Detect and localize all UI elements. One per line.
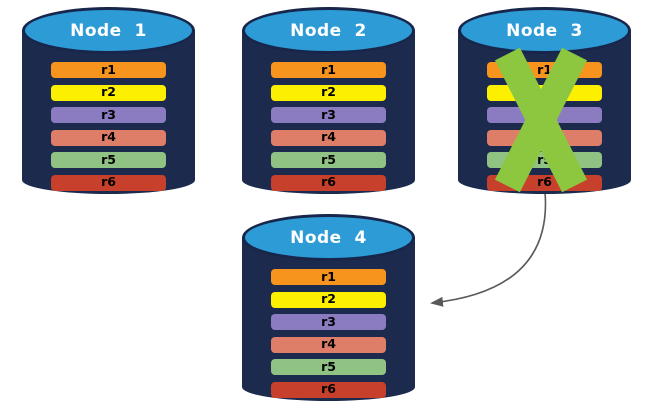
replica-row: r2 bbox=[51, 84, 166, 101]
replica-row: r1 bbox=[271, 269, 386, 285]
replica-row: r5 bbox=[51, 152, 166, 168]
replica-row: r3 bbox=[51, 107, 166, 123]
replica-row: r5 bbox=[271, 359, 386, 375]
node-cylinder-4: Node 4 r1 r2 r3 r4 r5 r6 bbox=[242, 214, 415, 401]
cylinder-top: Node 2 bbox=[242, 7, 415, 54]
node-cylinder-1: Node 1 r1 r2 r3 r4 r5 r6 bbox=[22, 7, 195, 194]
replica-row: r4 bbox=[271, 336, 386, 353]
node-title: Node 4 bbox=[290, 227, 367, 248]
replica-row: r3 bbox=[271, 107, 386, 123]
replica-row: r1 bbox=[271, 62, 386, 78]
replica-row: r4 bbox=[271, 129, 386, 146]
replica-row: r1 bbox=[51, 62, 166, 78]
replica-row: r2 bbox=[271, 291, 386, 308]
replica-rows: r1 r2 r3 r4 r5 r6 bbox=[271, 62, 386, 197]
replica-row: r4 bbox=[51, 129, 166, 146]
node-title: Node 3 bbox=[506, 20, 583, 41]
node-cylinder-2: Node 2 r1 r2 r3 r4 r5 r6 bbox=[242, 7, 415, 194]
node-title: Node 1 bbox=[70, 20, 147, 41]
failure-x-icon bbox=[494, 47, 588, 193]
replica-row: r5 bbox=[271, 152, 386, 168]
replica-row: r3 bbox=[271, 314, 386, 330]
replica-row: r6 bbox=[271, 174, 386, 191]
node-cylinder-3: Node 3 r1 r2 r3 r4 r5 r6 bbox=[458, 7, 631, 194]
replica-rows: r1 r2 r3 r4 r5 r6 bbox=[51, 62, 166, 197]
replica-row: r6 bbox=[51, 174, 166, 191]
replica-rows: r1 r2 r3 r4 r5 r6 bbox=[271, 269, 386, 402]
node-title: Node 2 bbox=[290, 20, 367, 41]
cylinder-top: Node 4 bbox=[242, 214, 415, 261]
cylinder-top: Node 1 bbox=[22, 7, 195, 54]
cylinder-top: Node 3 bbox=[458, 7, 631, 54]
replica-row: r2 bbox=[271, 84, 386, 101]
replica-row: r6 bbox=[271, 381, 386, 398]
